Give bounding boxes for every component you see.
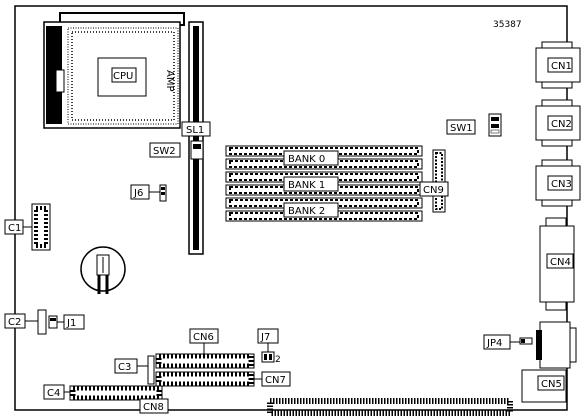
- cn1-connector: CN1: [535, 41, 581, 89]
- cn6-connector: CN6: [155, 328, 255, 369]
- c4-connector: C4: [43, 384, 70, 400]
- c1-label: C1: [8, 223, 21, 234]
- sw1-label: SW1: [450, 123, 473, 134]
- cn2-label: CN2: [551, 119, 572, 130]
- cn3-connector: CN3: [535, 159, 581, 207]
- cn8-connector: CN8: [69, 385, 169, 414]
- sw2-label: SW2: [153, 146, 176, 157]
- cn4-label: CN4: [550, 257, 571, 268]
- sw2-switch: SW2: [149, 140, 204, 160]
- cn5-connector: CN5: [521, 369, 567, 403]
- cn8-label: CN8: [143, 402, 164, 413]
- cn7-connector: CN7: [155, 371, 291, 387]
- c1-connector: C1: [4, 203, 51, 251]
- cn9-connector: CN9: [419, 149, 449, 213]
- sl1-slot: SL1: [181, 21, 211, 255]
- j6-jumper: J6: [130, 184, 167, 202]
- cn5-label: CN5: [541, 379, 562, 390]
- battery: [80, 246, 126, 294]
- c3-connector: C3: [114, 355, 155, 385]
- keyboard-connector: [536, 321, 577, 369]
- isa-edge-fingers: [267, 398, 513, 416]
- cn9-label: CN9: [423, 185, 444, 196]
- jp4-jumper: JP4: [483, 334, 533, 350]
- cn2-connector: CN2: [535, 99, 581, 147]
- c4-label: C4: [47, 388, 60, 399]
- figure-ref-number: 35387: [493, 20, 522, 30]
- cn4-connector: CN4: [539, 217, 575, 311]
- j7-pin-label: 2: [275, 355, 281, 365]
- bank-0-label: BANK 0: [288, 154, 325, 165]
- cn6-label: CN6: [193, 332, 214, 343]
- j6-label: J6: [133, 188, 143, 199]
- amp-label: AMP: [164, 70, 175, 92]
- j1-label: J1: [66, 318, 76, 329]
- cn7-label: CN7: [265, 375, 286, 386]
- c2-label: C2: [8, 317, 21, 328]
- sl1-label: SL1: [186, 125, 204, 136]
- j7-label: J7: [260, 332, 270, 343]
- j7-jumper: J7 2: [257, 328, 281, 365]
- memory-banks: BANK 0 BANK 1 BANK 2: [225, 145, 423, 222]
- c2-connector: C2: [4, 309, 47, 335]
- sw1-switch: SW1: [446, 113, 502, 137]
- cpu-socket: CPU AMP: [43, 12, 185, 129]
- jp4-label: JP4: [486, 338, 502, 349]
- bank-2-label: BANK 2: [288, 206, 325, 217]
- j1-jumper: J1: [48, 314, 85, 330]
- cpu-label: CPU: [113, 71, 133, 82]
- cn3-label: CN3: [551, 179, 572, 190]
- bank-1-label: BANK 1: [288, 180, 325, 191]
- cn1-label: CN1: [551, 61, 572, 72]
- c3-label: C3: [118, 362, 131, 373]
